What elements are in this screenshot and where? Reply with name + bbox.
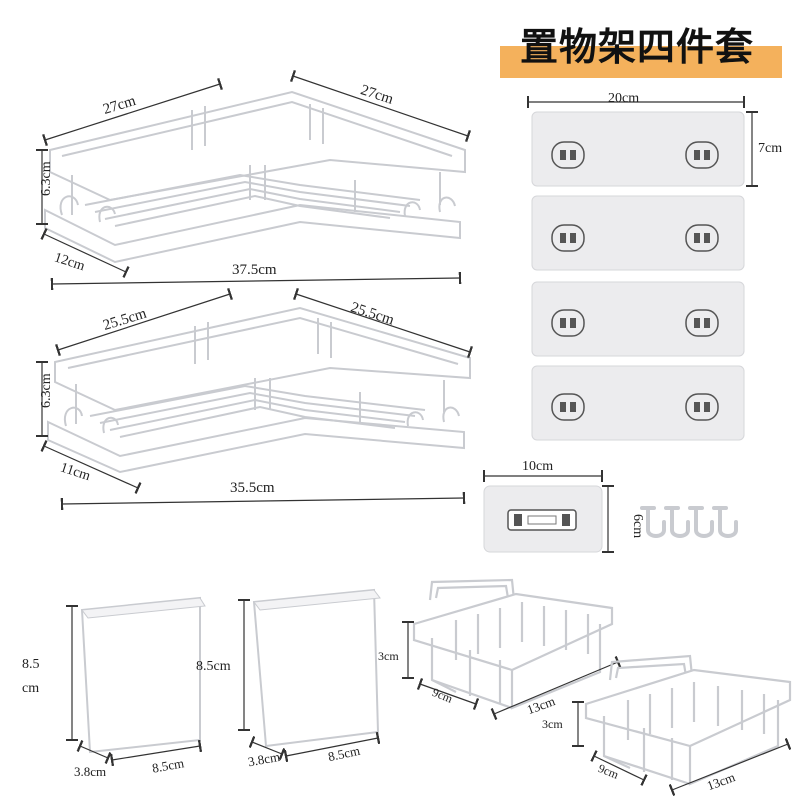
large-shelf-depth-label: 12cm <box>52 250 86 274</box>
small-shelf-height-label: 6.3cm <box>39 373 54 408</box>
adhesive-plate-1 <box>531 111 745 187</box>
soap-tray-top-width-label: 13cm <box>525 693 557 717</box>
soap-tray-bottom-height-label: 3cm <box>542 717 563 731</box>
adhesive-plate-3 <box>531 281 745 357</box>
s-hooks <box>640 506 738 538</box>
small-shelf-width-label: 35.5cm <box>230 480 275 496</box>
small-plate-dimensions <box>482 470 614 554</box>
cup-left-width-label: 8.5cm <box>151 755 185 775</box>
cup-left <box>80 596 206 754</box>
soap-tray-top-depth-label: 9cm <box>430 685 455 706</box>
soap-tray-bottom <box>584 654 792 786</box>
small-plate-width-label: 10cm <box>522 459 553 474</box>
small-shelf-dimensions <box>36 287 474 511</box>
page-title: 置物架四件套 <box>520 24 755 69</box>
large-shelf-side-a-label: 27cm <box>101 93 138 118</box>
cup-left-dimensions <box>66 604 203 767</box>
soap-tray-bottom-depth-label: 9cm <box>596 761 621 782</box>
cup-right-width-label: 8.5cm <box>327 743 362 764</box>
adhesive-plate-width-label: 20cm <box>608 91 639 106</box>
title-banner <box>500 46 782 78</box>
large-shelf-height-label: 6.3cm <box>39 161 54 196</box>
large-shelf-width-label: 37.5cm <box>232 262 277 278</box>
small-plate-height-label: 6cm <box>630 514 645 538</box>
adhesive-plate-4 <box>531 365 745 441</box>
large-corner-shelf <box>44 90 466 264</box>
cup-right-depth-label: 3.8cm <box>247 749 281 769</box>
adhesive-plate-dimensions <box>526 96 758 188</box>
small-shelf-side-a-label: 25.5cm <box>101 306 149 334</box>
large-shelf-side-b-label: 27cm <box>359 82 396 108</box>
adhesive-plate-2 <box>531 195 745 271</box>
soap-tray-top-height-label: 3cm <box>378 649 399 663</box>
cup-right <box>252 588 381 748</box>
cup-left-depth-label: 3.8cm <box>74 764 106 779</box>
cup-right-dimensions <box>238 598 381 763</box>
cup-left-height-label: 8.5 <box>22 657 40 672</box>
small-shelf-depth-label: 11cm <box>58 460 92 484</box>
adhesive-plate-height-label: 7cm <box>758 141 782 156</box>
small-adhesive-plate <box>483 485 603 553</box>
soap-tray-bottom-width-label: 13cm <box>705 769 737 793</box>
large-shelf-dimensions <box>36 69 472 291</box>
soap-tray-top-dimensions <box>402 620 622 720</box>
cup-right-height-label: 8.5cm <box>196 659 231 674</box>
soap-tray-bottom-dimensions <box>572 700 792 797</box>
cup-left-height-unit: cm <box>22 681 39 696</box>
